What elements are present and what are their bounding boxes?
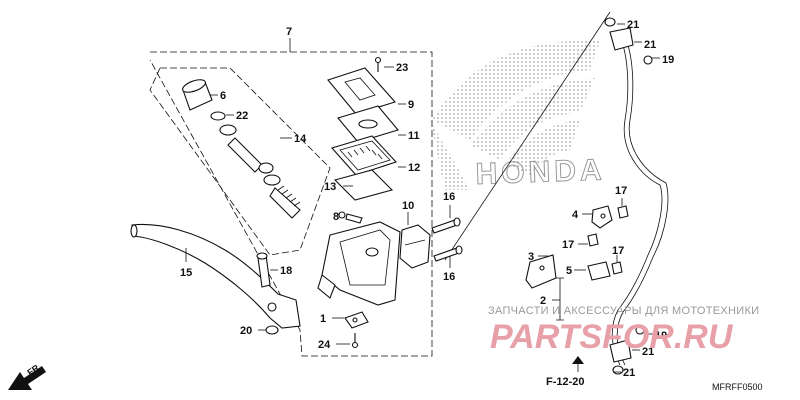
callout-17-b: 17 (562, 239, 574, 251)
front-direction-arrow (8, 366, 46, 390)
shop-watermark-text: ЗАПЧАСТИ И АКСЕССУАРЫ ДЛЯ МОТОТЕХНИКИ (488, 305, 759, 317)
diagram-code: MFRFF0500 (712, 382, 763, 392)
callout-21-d: 21 (623, 367, 635, 379)
callout-8: 8 (333, 211, 339, 223)
callout-21-b: 21 (644, 39, 656, 51)
callout-17-a: 17 (615, 185, 627, 197)
callout-16-lower: 16 (443, 271, 455, 283)
callout-21-c: 21 (642, 346, 654, 358)
bolt-part-16-upper (431, 217, 461, 234)
piston-set-part-14 (219, 124, 301, 219)
callout-4: 4 (572, 209, 579, 221)
hose-clamp-part-4 (591, 205, 613, 229)
assembly-7-boundary (149, 51, 433, 357)
callout-14: 14 (294, 133, 307, 145)
leader-line (444, 11, 611, 261)
callout-10: 10 (402, 200, 414, 212)
callout-13: 13 (324, 181, 336, 193)
callout-18: 18 (280, 265, 292, 277)
hose-fitting-upper (604, 17, 653, 65)
circlip-part-22 (210, 111, 226, 121)
callout-20: 20 (240, 325, 252, 337)
callout-21-a: 21 (627, 19, 639, 31)
callout-1: 1 (320, 313, 326, 325)
callout-7: 7 (286, 26, 292, 38)
reservoir-cap-part-9 (327, 67, 396, 115)
callout-2: 2 (540, 295, 546, 307)
hose-clamp-part-3 (525, 254, 557, 289)
bolt-part-17-top (617, 205, 629, 219)
section-reference-arrow (572, 356, 584, 372)
callout-22: 22 (236, 110, 248, 122)
switch-part-1 (344, 311, 369, 329)
brake-lever-part-15 (130, 223, 301, 329)
honda-brand-text: HONDA (475, 153, 606, 191)
callout-15: 15 (180, 267, 192, 279)
callout-24: 24 (318, 339, 331, 351)
bolt-part-16-lower (433, 245, 463, 262)
brake-hose (611, 41, 669, 366)
master-cylinder-body (317, 221, 401, 306)
callout-6: 6 (220, 90, 226, 102)
section-reference: F-12-20 (546, 376, 585, 388)
holder-part-10 (399, 224, 431, 269)
callout-11: 11 (408, 130, 420, 142)
screw-part-24 (351, 333, 359, 349)
assembly-14-boundary (149, 67, 331, 256)
boot-part-6 (182, 79, 213, 111)
callout-5: 5 (566, 265, 572, 277)
float-part-13 (333, 169, 394, 201)
bolt-part-17-bottom (611, 261, 623, 275)
hose-joint-part-5 (587, 261, 611, 281)
bolt-part-17-mid (587, 233, 599, 247)
callout-23: 23 (396, 62, 408, 74)
callout-19-lower: 19 (655, 330, 667, 342)
callout-17-c: 17 (612, 245, 624, 257)
callout-19-upper: 19 (662, 54, 674, 66)
callout-9: 9 (408, 99, 414, 111)
callout-12: 12 (408, 162, 420, 174)
diaphragm-part-12 (331, 135, 397, 176)
callout-3: 3 (528, 251, 534, 263)
callout-16-upper: 16 (443, 191, 455, 203)
nut-part-20 (265, 325, 279, 335)
honda-wing-watermark (430, 40, 600, 190)
pivot-bolt-part-18 (256, 252, 271, 288)
shop-watermark-logo: PARTSFOR.RU (490, 318, 734, 356)
clip-part-8 (338, 211, 346, 219)
